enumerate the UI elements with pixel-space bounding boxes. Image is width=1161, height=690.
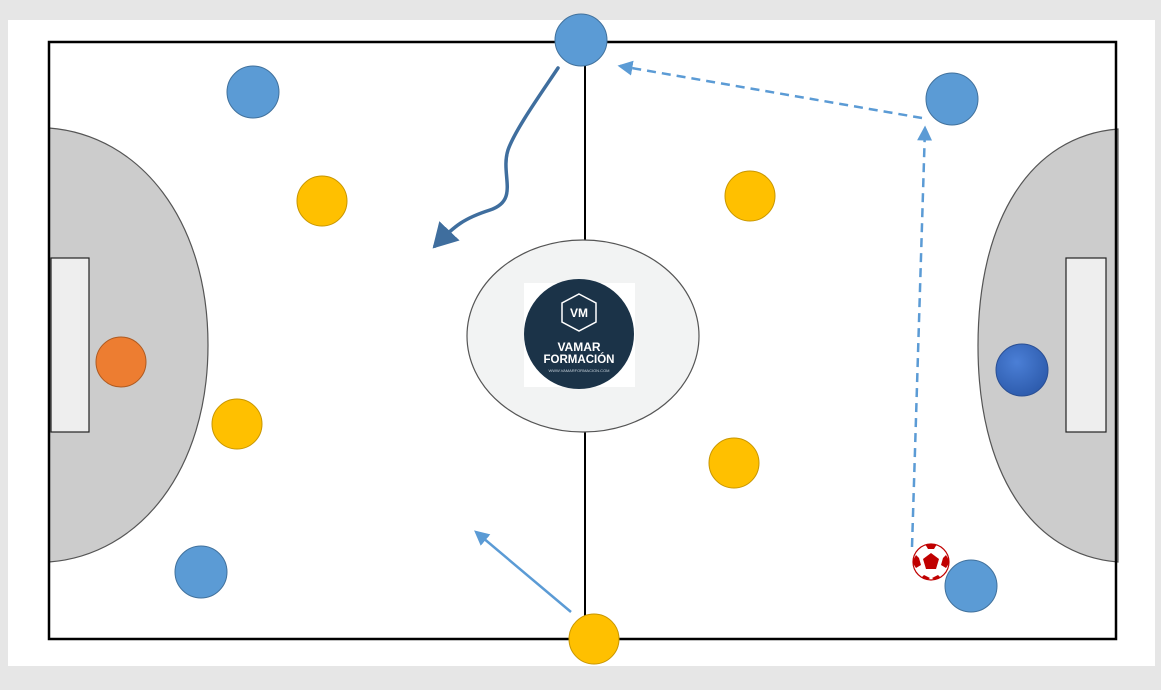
player-yellow-bottom-center [568, 613, 620, 665]
player-yellow-right-top [724, 170, 776, 222]
player-yellow-left-bottom [211, 398, 263, 450]
player-blue-pivot [554, 13, 608, 67]
player-yellow-left-top [296, 175, 348, 227]
hexagon-icon [561, 293, 597, 332]
logo-monogram: VM [570, 306, 588, 320]
player-blue-right-top [925, 72, 979, 126]
player-yellow-right-bottom [708, 437, 760, 489]
player-blue-left-bottom [174, 545, 228, 599]
left-goal-box [50, 257, 90, 433]
player-blue-ball-carrier [944, 559, 998, 613]
ball-icon [912, 543, 950, 581]
player-run-straight-arrow [474, 530, 572, 613]
pass-dashed-arrow-vertical [910, 125, 933, 548]
pass-dashed-arrow-horizontal [617, 60, 923, 120]
logo-url: WWW.VAMARFORMACION.COM [548, 368, 609, 373]
logo-circle [524, 279, 634, 389]
player-run-curved-arrow [432, 66, 560, 249]
right-goal-box [1065, 257, 1107, 433]
player-blue-left-top [226, 65, 280, 119]
goalkeeper-orange [95, 336, 147, 388]
logo-line-1: VAMAR [557, 340, 600, 354]
logo-line-2: FORMACIÓN [544, 353, 615, 366]
vamar-logo: VM VAMAR FORMACIÓN WWW.VAMARFORMACION.CO… [524, 279, 634, 389]
right-penalty-area [977, 128, 1119, 563]
goalkeeper-blue [995, 343, 1049, 397]
